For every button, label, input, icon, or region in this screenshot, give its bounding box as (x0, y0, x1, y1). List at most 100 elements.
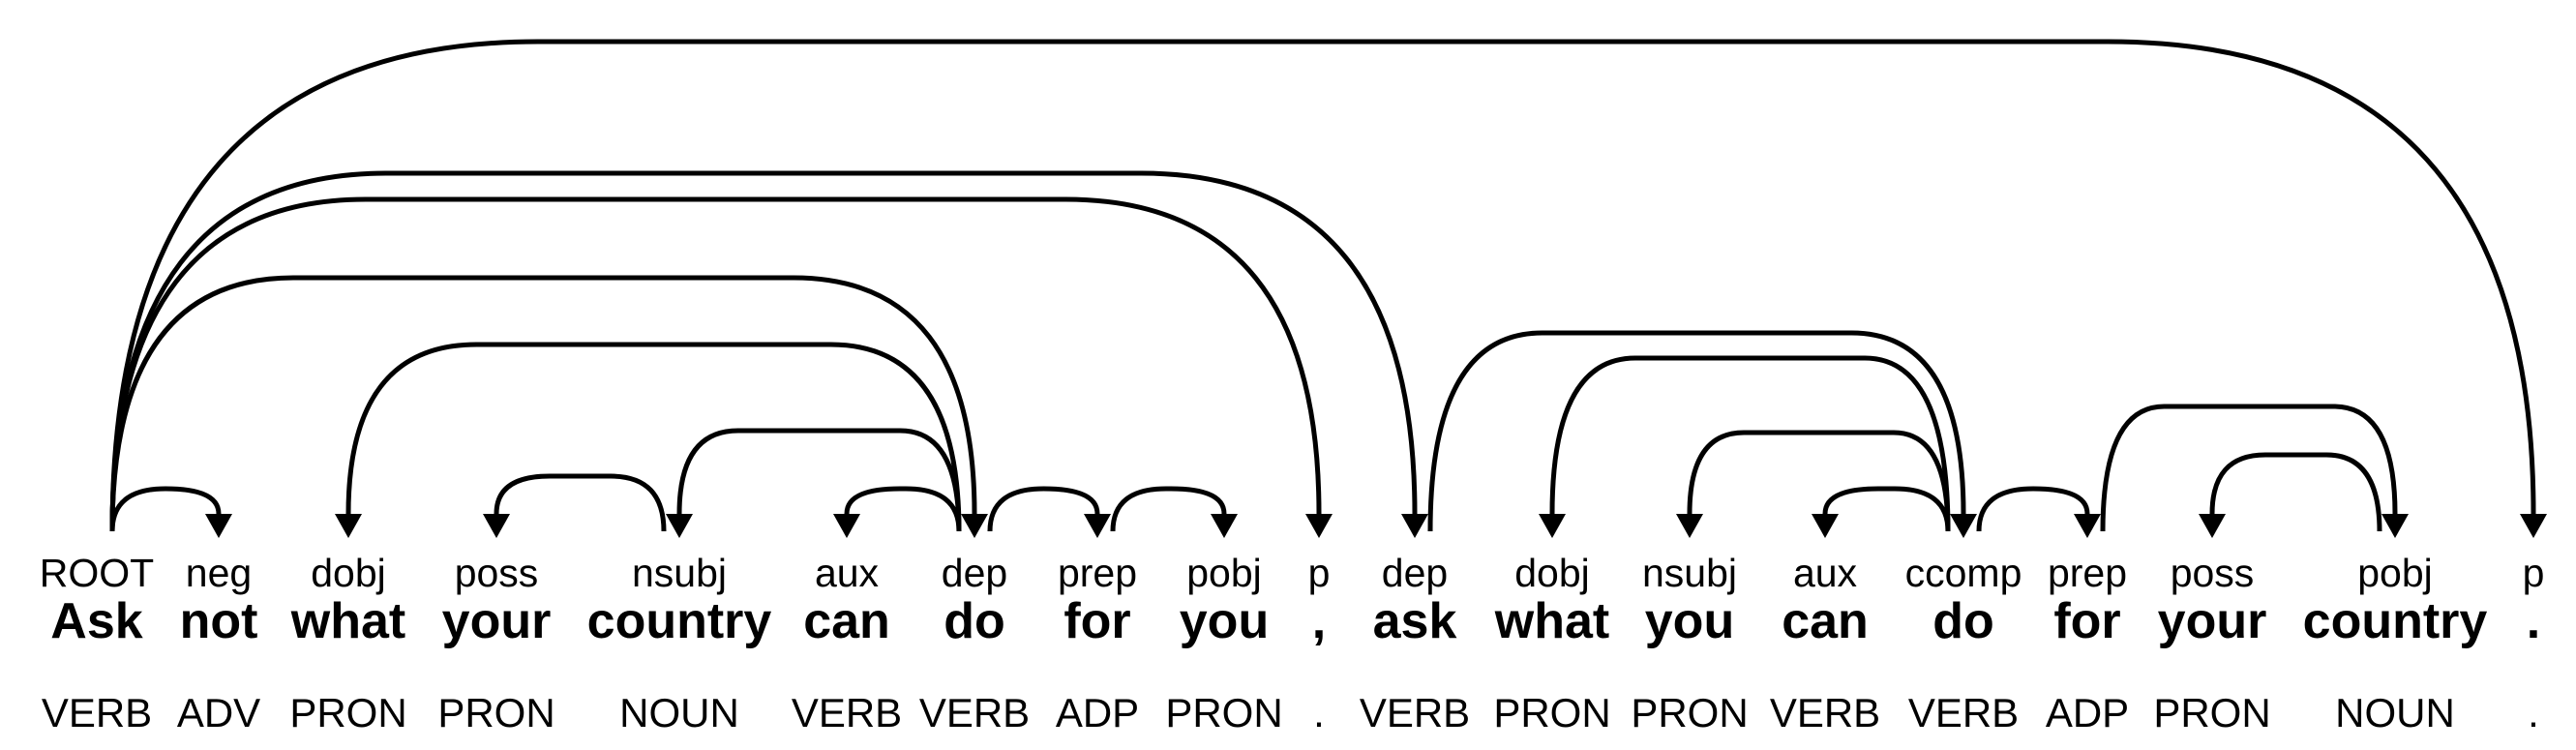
dependency-arc-dep (109, 275, 977, 532)
token-dep-label: prep (2048, 551, 2127, 595)
token-word: can (803, 593, 890, 649)
token-dep-label: aux (1793, 551, 1858, 595)
dependency-arc-prep (1976, 486, 2090, 532)
arc-arrowhead (1305, 514, 1333, 538)
dependency-arc-ccomp (1427, 330, 1966, 532)
token-9: p,. (1308, 551, 1331, 735)
token-pos-tag: VERB (919, 690, 1030, 735)
arc-arrowhead (1950, 514, 1977, 538)
dependency-arc-pobj (1110, 486, 1227, 532)
token-word: what (290, 593, 405, 649)
token-dep-label: pobj (2357, 551, 2433, 595)
token-pos-tag: VERB (792, 690, 902, 735)
arc-arrowhead (2074, 514, 2101, 538)
dependency-arc-poss (494, 473, 667, 532)
token-pos-tag: PRON (1165, 690, 1282, 735)
dependency-arc-nsubj (1687, 430, 1951, 532)
token-dep-label: pobj (1186, 551, 1262, 595)
dependency-arc-pobj (2100, 404, 2398, 532)
token-pos-tag: . (2528, 690, 2539, 735)
dependency-arc-p (109, 196, 1322, 532)
token-pos-tag: ADP (2046, 690, 2129, 735)
token-pos-tag: . (1313, 690, 1325, 735)
token-word: do (944, 593, 1005, 649)
token-word: your (2158, 593, 2267, 649)
token-pos-tag: PRON (437, 690, 554, 735)
token-word: ask (1373, 593, 1457, 649)
token-pos-tag: VERB (1770, 690, 1880, 735)
token-pos-tag: VERB (1360, 690, 1470, 735)
token-word: country (2303, 593, 2488, 649)
arc-arrowhead (2520, 514, 2547, 538)
token-layer: ROOTAskVERBnegnotADVdobjwhatPRONpossyour… (40, 551, 2545, 735)
token-dep-label: nsubj (1642, 551, 1737, 595)
token-dep-label: neg (186, 551, 252, 595)
dependency-arc-poss (2209, 452, 2382, 532)
token-pos-tag: PRON (289, 690, 406, 735)
token-word: for (1063, 593, 1130, 649)
token-dep-label: dep (1382, 551, 1448, 595)
token-pos-tag: VERB (42, 690, 152, 735)
arc-layer (109, 39, 2547, 538)
token-dep-label: nsubj (632, 551, 727, 595)
token-dep-label: p (2523, 551, 2545, 595)
token-dep-label: poss (2171, 551, 2255, 595)
token-dep-label: p (1308, 551, 1331, 595)
dependency-arc-dep (109, 170, 1418, 532)
arc-arrowhead (1676, 514, 1703, 538)
dependency-arc-nsubj (676, 428, 962, 532)
token-word: you (1180, 593, 1269, 649)
arc-arrowhead (1812, 514, 1839, 538)
token-word: , (1312, 593, 1326, 649)
token-pos-tag: ADP (1056, 690, 1139, 735)
token-word: what (1494, 593, 1609, 649)
token-word: your (442, 593, 552, 649)
token-pos-tag: PRON (1493, 690, 1610, 735)
dependency-arc-dobj (1549, 355, 1951, 532)
token-dep-label: ccomp (1905, 551, 2022, 595)
arc-arrowhead (1211, 514, 1238, 538)
token-word: you (1645, 593, 1734, 649)
token-dep-label: dobj (311, 551, 386, 595)
token-word: . (2527, 593, 2540, 649)
arc-arrowhead (1084, 514, 1111, 538)
token-word: for (2053, 593, 2120, 649)
token-dep-label: dep (942, 551, 1007, 595)
dependency-arc-neg (109, 486, 222, 532)
token-pos-tag: NOUN (2335, 690, 2455, 735)
arc-arrowhead (961, 514, 988, 538)
token-word: can (1782, 593, 1869, 649)
token-dep-label: dobj (1514, 551, 1590, 595)
dependency-arc-p (109, 39, 2536, 532)
arc-arrowhead (2199, 514, 2226, 538)
token-word: Ask (50, 593, 142, 649)
token-word: do (1932, 593, 1994, 649)
arc-arrowhead (205, 514, 232, 538)
token-dep-label: prep (1058, 551, 1137, 595)
token-dep-label: ROOT (40, 551, 154, 595)
token-pos-tag: VERB (1908, 690, 2019, 735)
token-pos-tag: PRON (2153, 690, 2270, 735)
dependency-arc-aux (844, 486, 962, 532)
arc-arrowhead (666, 514, 693, 538)
token-word: country (587, 593, 772, 649)
